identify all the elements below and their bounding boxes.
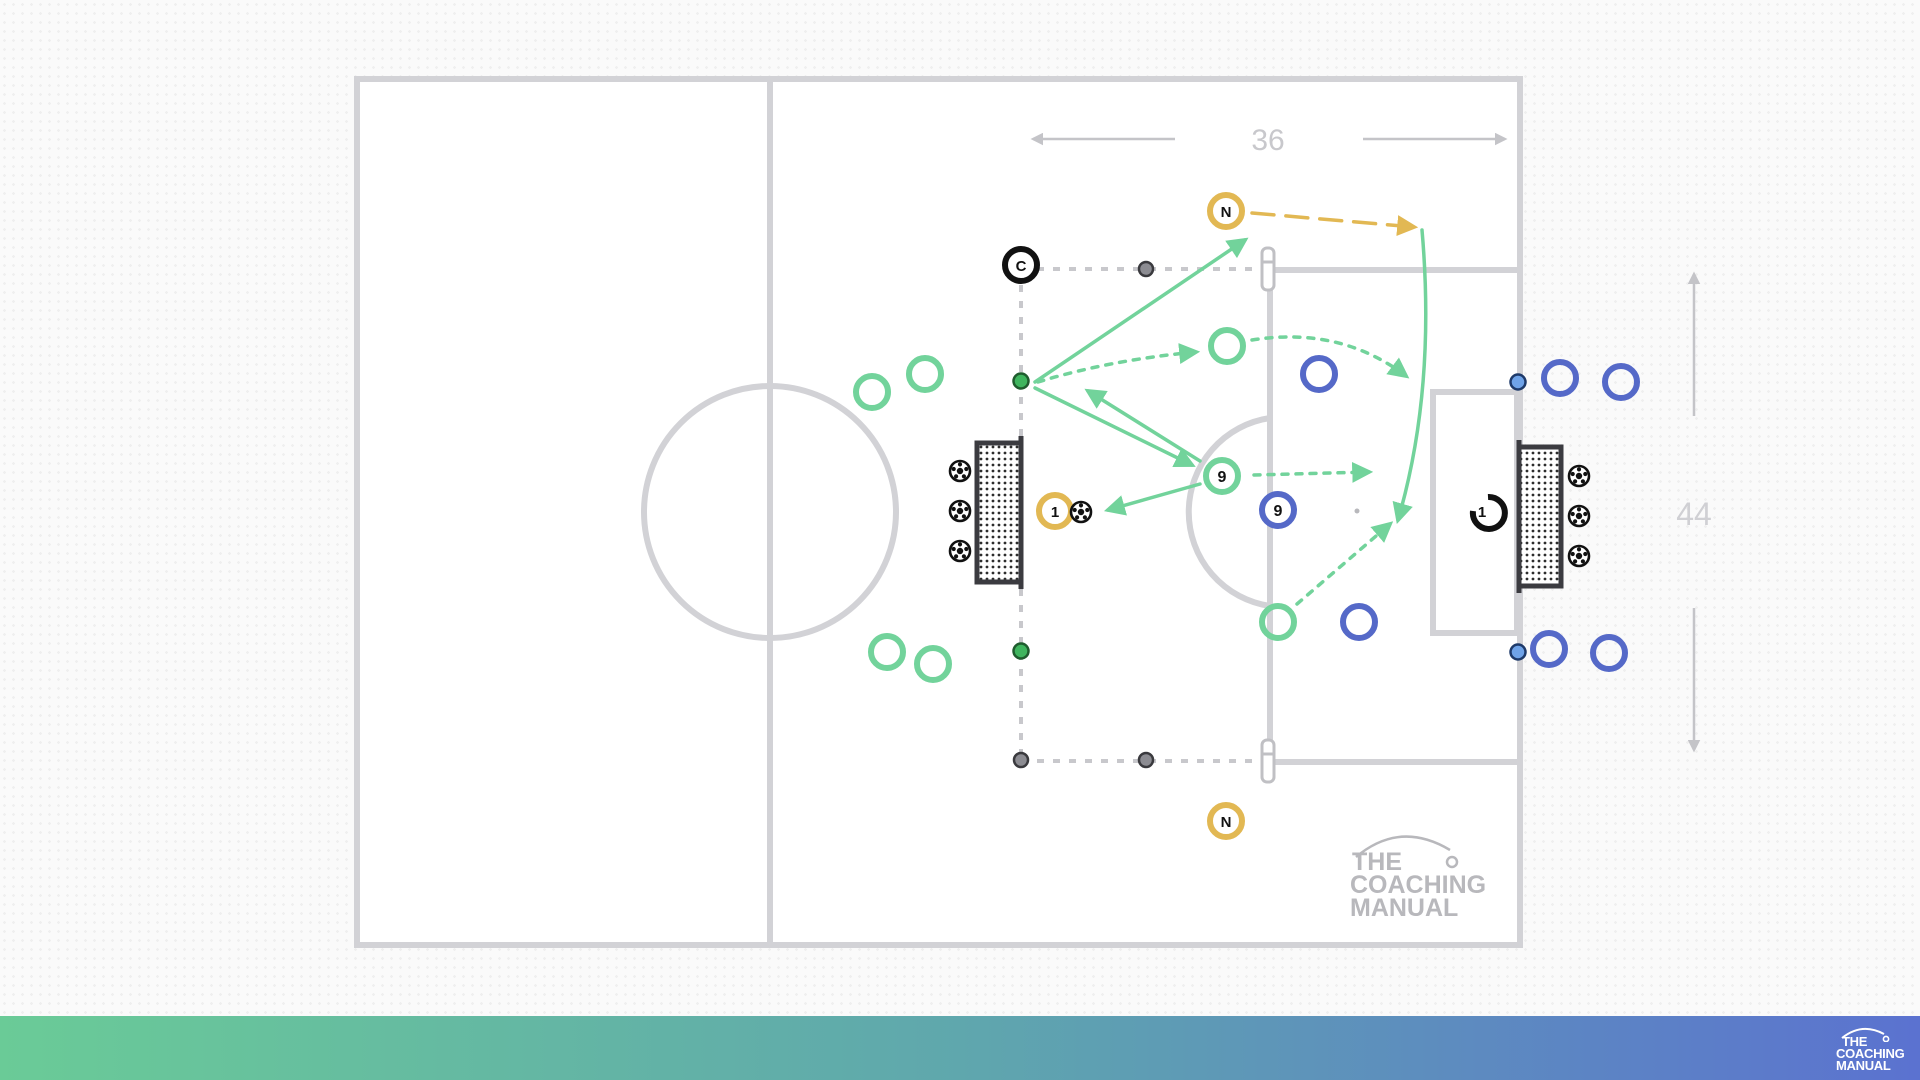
pitch-boundary [354,76,1523,948]
drill-diagram: 36 44 [354,76,1712,948]
ball-icon [1567,504,1591,528]
ball-icon [948,539,972,563]
green-player [868,633,906,671]
footer-logo: THE COACHING MANUAL [1836,1027,1908,1074]
ball-supply-left [948,459,972,563]
blue-player [1300,355,1338,393]
coach: C [1002,246,1040,284]
blue-cone [1509,643,1527,661]
grey-cone [1137,260,1155,278]
blue-team [1300,355,1640,672]
green-player [1208,327,1246,365]
black-goalkeeper: 1 [1469,493,1508,532]
mannequins [1260,246,1276,784]
cones [1012,260,1527,769]
yellow-goalkeeper: 1 [1036,492,1093,530]
coach-label: C [1016,258,1027,275]
watermark-logo: THE COACHING MANUAL [1350,835,1486,922]
logo-ball-icon [1445,855,1459,869]
ball-icon [948,499,972,523]
blue-cone [1509,373,1527,391]
blue-player [1541,359,1579,397]
neutral-player-top: N [1207,192,1245,230]
pass-arrow [1033,386,1196,468]
logo-swoosh-icon [1355,835,1451,858]
ball-icon [1567,544,1591,568]
green-team [853,327,1297,683]
grey-cone [1137,751,1155,769]
neutral-pass-arrow [1250,211,1419,237]
length-label: 36 [1251,124,1284,157]
pass-arrow [1084,388,1202,463]
green-striker-number: 9 [1218,469,1227,486]
ball-icon [948,459,972,483]
green-cone [1012,372,1030,390]
penalty-spot [1354,508,1360,514]
pitch [354,76,1523,948]
run-arrow [1250,335,1410,379]
yellow-goalkeeper-number: 1 [1051,504,1059,521]
green-player [914,645,952,683]
movement-arrows [1033,211,1428,606]
footer-logo-line-1: THE [1842,1034,1868,1049]
green-player [1259,603,1297,641]
neutral-player-bottom: N [1207,802,1245,840]
blue-player [1530,630,1568,668]
mannequin [1260,246,1276,292]
ball-supply-right [1567,464,1591,568]
ball-icon [1069,500,1093,524]
pass-arrow [1033,237,1249,384]
green-player [906,355,944,393]
penalty-arc [1185,415,1271,609]
right-goal [1516,440,1564,593]
run-arrow [1295,521,1394,606]
green-cone [1012,642,1030,660]
blue-player [1602,363,1640,401]
blue-player [1340,603,1378,641]
black-goalkeeper-number: 1 [1478,504,1486,521]
neutral-label: N [1221,814,1232,831]
run-arrow [1252,461,1374,483]
pass-arrow [1103,482,1202,516]
blue-player [1590,634,1628,672]
green-player [853,373,891,411]
watermark-line-2: COACHING [1350,871,1486,899]
footer-logo-swoosh-icon [1841,1027,1890,1042]
grey-cone [1012,751,1030,769]
blue-striker-number: 9 [1274,503,1283,520]
cross-arrow [1392,228,1428,525]
green-striker: 9 [1203,457,1241,495]
watermark-line-3: MANUAL [1350,894,1458,922]
blue-striker: 9 [1259,491,1297,529]
neutral-label: N [1221,204,1232,221]
footer-logo-line-3: MANUAL [1836,1058,1891,1073]
ball-icon [1567,464,1591,488]
center-circle [641,383,899,641]
footer-logo-line-2: COACHING [1836,1046,1905,1061]
width-label: 44 [1676,496,1712,532]
mannequin [1260,738,1276,784]
run-arrow [1036,343,1201,384]
left-goal [974,436,1024,589]
bottom-gradient-bar [0,1016,1920,1080]
watermark-line-1: THE [1352,848,1402,876]
